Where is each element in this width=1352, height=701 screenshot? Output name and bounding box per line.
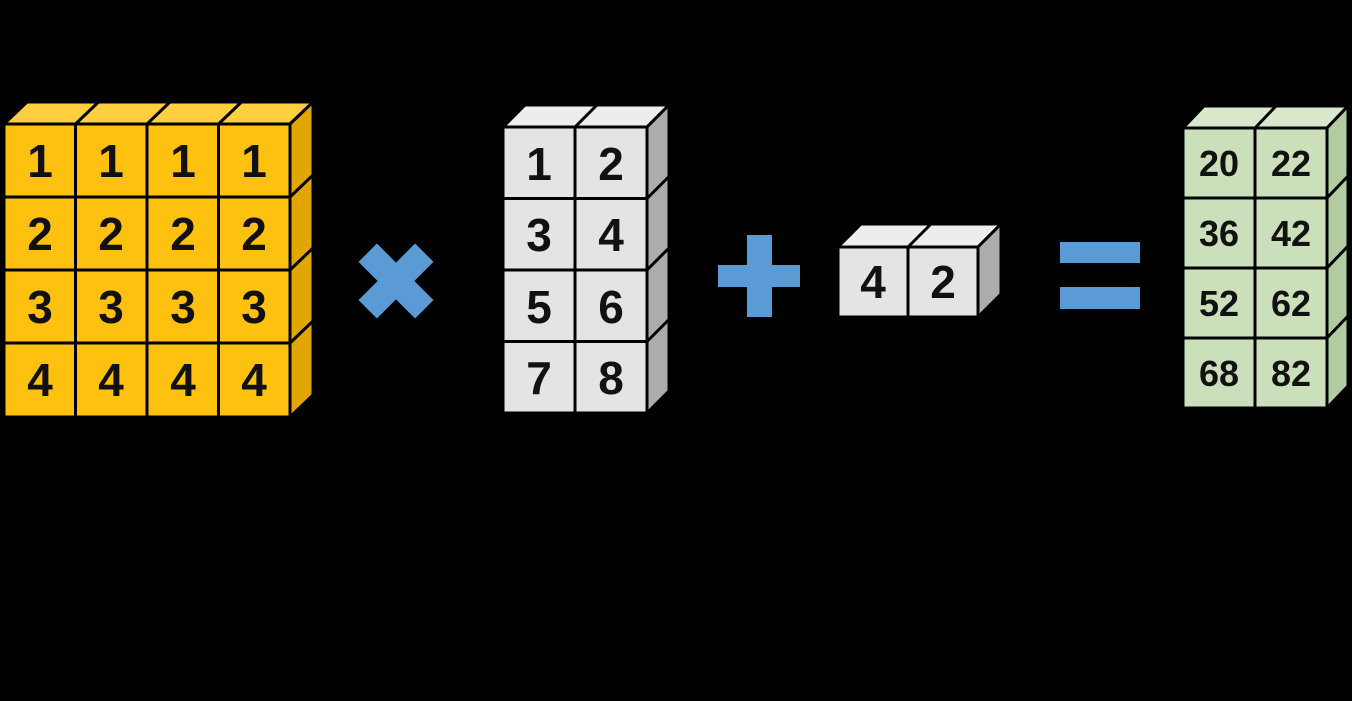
matrix-a-cell: 2 [170,208,196,260]
equals-operator-icon [1060,242,1140,309]
multiply-operator-icon [358,243,434,319]
bias-vector-cell: 2 [930,256,956,308]
result-matrix-cell: 82 [1271,353,1311,394]
matrix-b-cell: 6 [598,281,624,333]
matrix-a: 1 1 1 1 2 2 2 2 3 3 3 3 4 4 4 4 [0,98,317,421]
result-matrix-cell: 20 [1199,143,1239,184]
matrix-a-cell: 4 [170,354,196,406]
matrix-b-top-dividers [573,103,599,129]
result-matrix-cell: 22 [1271,143,1311,184]
matrix-a-cell: 3 [241,281,267,333]
result-matrix-cell: 52 [1199,283,1239,324]
matrix-a-cell: 1 [98,135,124,187]
matrix-a-cell: 4 [27,354,53,406]
result-matrix-top-dividers [1253,104,1278,130]
matrix-b-cell: 8 [598,352,624,404]
matrix-a-values: 1 1 1 1 2 2 2 2 3 3 3 3 4 4 4 4 [27,135,267,406]
result-matrix-cell: 42 [1271,213,1311,254]
result-matrix-values: 20 22 36 42 52 62 68 82 [1199,143,1311,394]
matrix-a-top-dividers [74,100,243,126]
matrix-a-cell: 2 [27,208,53,260]
plus-operator-icon [718,235,800,317]
matrix-b-cell: 3 [526,209,552,261]
result-matrix-side-dividers [1325,174,1350,340]
matrix-a-grid-lines [4,124,290,417]
matrix-b-cell: 1 [526,138,552,190]
matrix-b-cell: 5 [526,281,552,333]
matrix-b-values: 1 2 3 4 5 6 7 8 [526,138,624,404]
matrix-a-cell: 3 [98,281,124,333]
bias-vector: 4 2 [834,220,1005,321]
matrix-a-cell: 1 [27,135,53,187]
result-matrix-cell: 62 [1271,283,1311,324]
bias-vector-top-dividers [906,222,933,249]
matrix-a-cell: 3 [170,281,196,333]
matrix-a-cell: 2 [98,208,124,260]
bias-vector-cell: 4 [860,256,886,308]
matrix-a-cell: 3 [27,281,53,333]
matrix-b-cell: 2 [598,138,624,190]
matrix-a-cell: 1 [241,135,267,187]
matrix-a-cell: 2 [241,208,267,260]
result-matrix: 20 22 36 42 52 62 68 82 [1179,102,1352,412]
result-matrix-cell: 36 [1199,213,1239,254]
matrix-a-cell: 4 [241,354,267,406]
matrix-b-grid-lines [503,127,647,413]
matrix-b-cell: 4 [598,209,624,261]
matrix-a-cell: 4 [98,354,124,406]
matrix-a-side-dividers [288,173,315,345]
result-matrix-cell: 68 [1199,353,1239,394]
matrix-a-cell: 1 [170,135,196,187]
matrix-b-side-dividers [645,175,671,343]
matrix-b: 1 2 3 4 5 6 7 8 [499,101,673,417]
bias-vector-values: 4 2 [860,256,956,308]
matrix-b-cell: 7 [526,352,552,404]
result-matrix-grid-lines [1183,128,1327,408]
